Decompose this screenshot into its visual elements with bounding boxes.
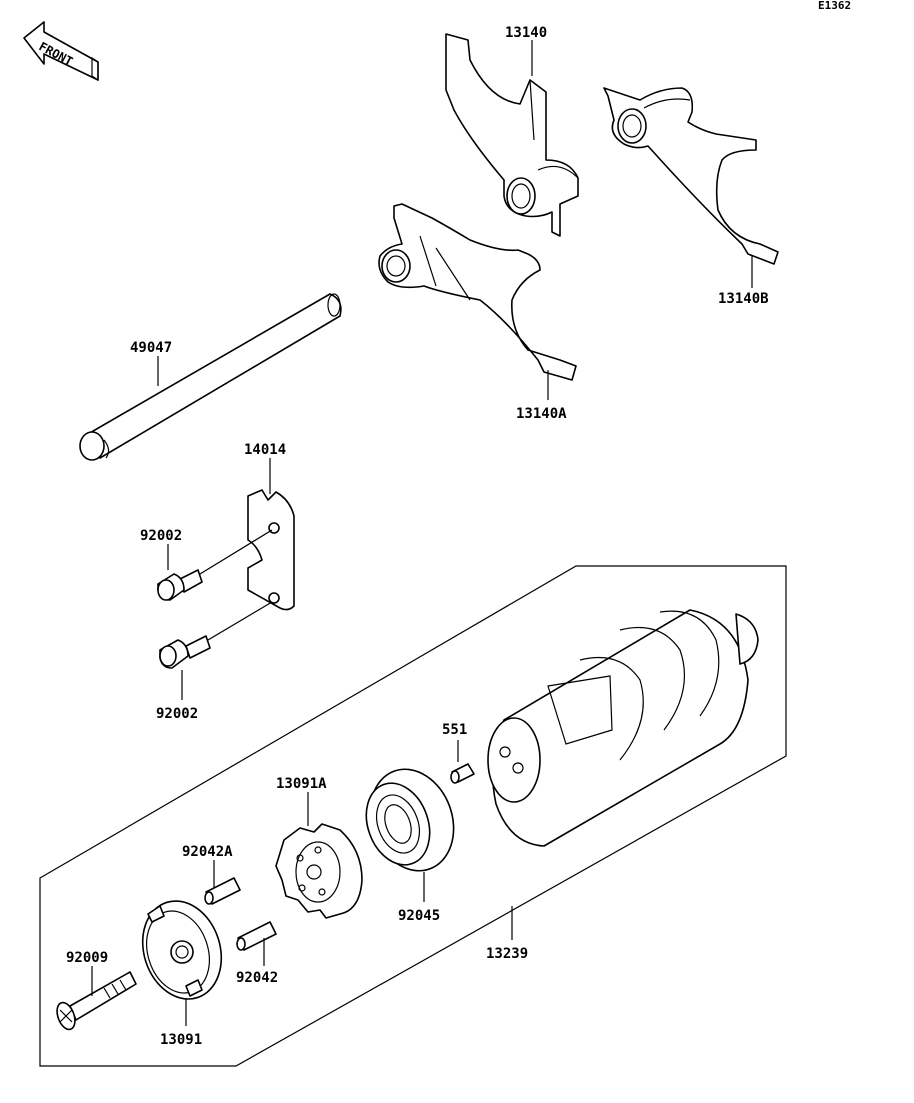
label-13091: 13091: [160, 1032, 202, 1048]
label-92042: 92042: [236, 970, 278, 986]
assembly-frame: [39, 565, 787, 1067]
label-13140b: 13140B: [718, 291, 769, 307]
label-49047: 49047: [130, 340, 172, 356]
label-92009: 92009: [66, 950, 108, 966]
label-92002-lower: 92002: [156, 706, 198, 722]
label-92002-upper: 92002: [140, 528, 182, 544]
plate-drawing: [247, 489, 295, 611]
pin-92042a-drawing: [204, 877, 241, 905]
screw-92009-drawing: [56, 971, 137, 1031]
label-92045: 92045: [398, 908, 440, 924]
label-13140: 13140: [505, 25, 547, 41]
label-13140a: 13140A: [516, 406, 567, 422]
pin-92042-drawing: [236, 921, 277, 951]
bolt-lower-drawing: [159, 601, 273, 669]
bolt-upper-drawing: [157, 529, 273, 601]
shift-rod-drawing: [79, 293, 342, 461]
label-13091a: 13091A: [276, 776, 327, 792]
front-arrow-icon: FRONT: [23, 21, 99, 82]
shift-fork-13140a-drawing: [378, 203, 577, 381]
label-92042a: 92042A: [182, 844, 233, 860]
holder-13091-drawing: [141, 900, 223, 1000]
shift-fork-13140-drawing: [445, 33, 579, 237]
label-13239: 13239: [486, 946, 528, 962]
gear-13091a-drawing: [275, 823, 363, 919]
label-551: 551: [442, 722, 467, 738]
shift-drum-drawing: [487, 609, 759, 847]
pin-551-drawing: [450, 763, 475, 784]
shift-fork-13140b-drawing: [603, 87, 779, 265]
bearing-drawing: [365, 768, 455, 872]
label-14014: 14014: [244, 442, 286, 458]
diagram-code: E1362: [818, 0, 851, 12]
